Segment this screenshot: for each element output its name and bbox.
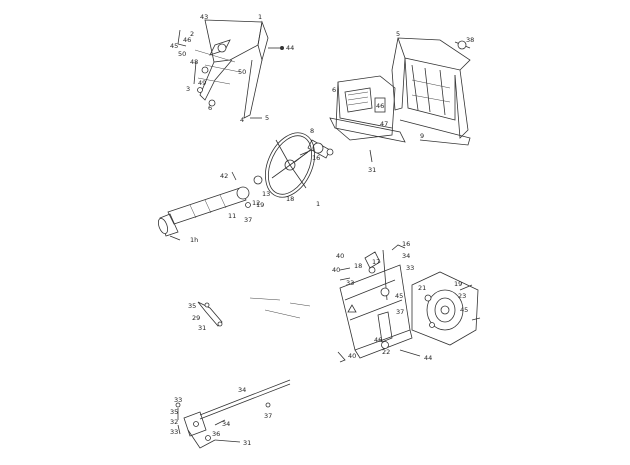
callout-label: 29 — [192, 314, 200, 322]
callouts-mid-left: 35 29 31 — [188, 302, 206, 332]
callout-label: 46 — [376, 102, 384, 110]
callout-label: 31 — [368, 166, 376, 174]
callout-label: 50 — [238, 68, 246, 76]
callouts-mid-right: 16 17 18 34 33 40 45 40 33 21 22 23 45 3… — [332, 240, 468, 362]
callout-label: 31 — [243, 439, 251, 447]
callout-label: 47 — [380, 120, 388, 128]
callout-label: 49 — [198, 79, 206, 87]
callout-label: 16 — [402, 240, 410, 248]
callout-label: 33 — [170, 428, 178, 436]
column-coupling — [299, 139, 334, 159]
callout-label: 43 — [200, 13, 208, 21]
callout-label: 18 — [354, 262, 362, 270]
callout-label: 12 — [252, 199, 260, 207]
callouts-console: 5 38 6 46 47 9 16 8 31 — [310, 30, 474, 174]
callout-label: 38 — [466, 36, 474, 44]
callout-label: 22 — [382, 348, 390, 356]
callout-label: 11 — [228, 212, 236, 220]
callout-label: 50 — [178, 50, 186, 58]
callout-label: 17 — [372, 258, 380, 266]
gearbox-housing — [411, 271, 481, 346]
callout-label: 46 — [374, 336, 382, 344]
control-rod-assembly — [175, 379, 291, 449]
small-linkage-parts — [197, 297, 311, 327]
callout-label: 6 — [208, 104, 212, 112]
callout-label: 1 — [258, 13, 262, 21]
callout-label: 2 — [190, 30, 194, 38]
callout-label: 33 — [174, 396, 182, 404]
console-housing — [329, 37, 471, 163]
callout-label: 13 — [262, 190, 270, 198]
callout-label: 1 — [316, 200, 320, 208]
callout-label: 45 — [395, 292, 403, 300]
callouts-wheel: 42 13 12 11 37 19 18 1 1h — [190, 172, 320, 244]
callout-label: 1h — [190, 236, 198, 244]
callout-label: 18 — [286, 195, 294, 203]
callout-label: 44 — [424, 354, 432, 362]
callout-label: 21 — [418, 284, 426, 292]
callout-label: 31 — [198, 324, 206, 332]
callout-label: 34 — [238, 386, 246, 394]
callout-label: 40 — [336, 252, 344, 260]
callout-label: 5 — [265, 114, 269, 122]
callout-label: 16 — [312, 154, 320, 162]
callout-label: 34 — [222, 420, 230, 428]
callout-label: 19 — [454, 280, 462, 288]
callout-label: 45 — [170, 42, 178, 50]
callout-label: 45 — [460, 306, 468, 314]
steering-column — [157, 171, 263, 241]
callout-label: 19 — [256, 201, 264, 209]
callout-label: 36 — [212, 430, 220, 438]
callout-label: 35 — [170, 408, 178, 416]
callout-label: 8 — [310, 127, 314, 135]
callout-label: 33 — [346, 279, 354, 287]
callout-label: 9 — [420, 132, 424, 140]
callout-label: 34 — [402, 252, 410, 260]
callout-label: 40 — [348, 352, 356, 360]
callout-label: 23 — [458, 292, 466, 300]
callout-label: 37 — [396, 308, 404, 316]
callout-label: 35 — [188, 302, 196, 310]
callout-label: 44 — [286, 44, 294, 52]
callout-label: 33 — [406, 264, 414, 272]
callout-label: 46 — [183, 36, 191, 44]
steering-wheel — [265, 132, 315, 198]
callout-label: 4 — [240, 116, 244, 124]
pedal-bracket-assembly — [177, 19, 284, 119]
callout-label: 3 — [186, 85, 190, 93]
callout-label: 48 — [190, 58, 198, 66]
callout-label: 5 — [396, 30, 400, 38]
callout-label: 32 — [170, 418, 178, 426]
callouts-upper-left: 43 1 45 46 2 50 48 49 3 44 5 50 4 6 — [170, 13, 294, 124]
callout-label: 42 — [220, 172, 228, 180]
callout-label: 6 — [332, 86, 336, 94]
callout-label: 37 — [264, 412, 272, 420]
callouts-bottom: 34 33 35 32 33 34 37 31 36 — [170, 386, 272, 447]
callout-label: 37 — [244, 216, 252, 224]
linkage-assembly — [337, 244, 421, 363]
callout-label: 40 — [332, 266, 340, 274]
